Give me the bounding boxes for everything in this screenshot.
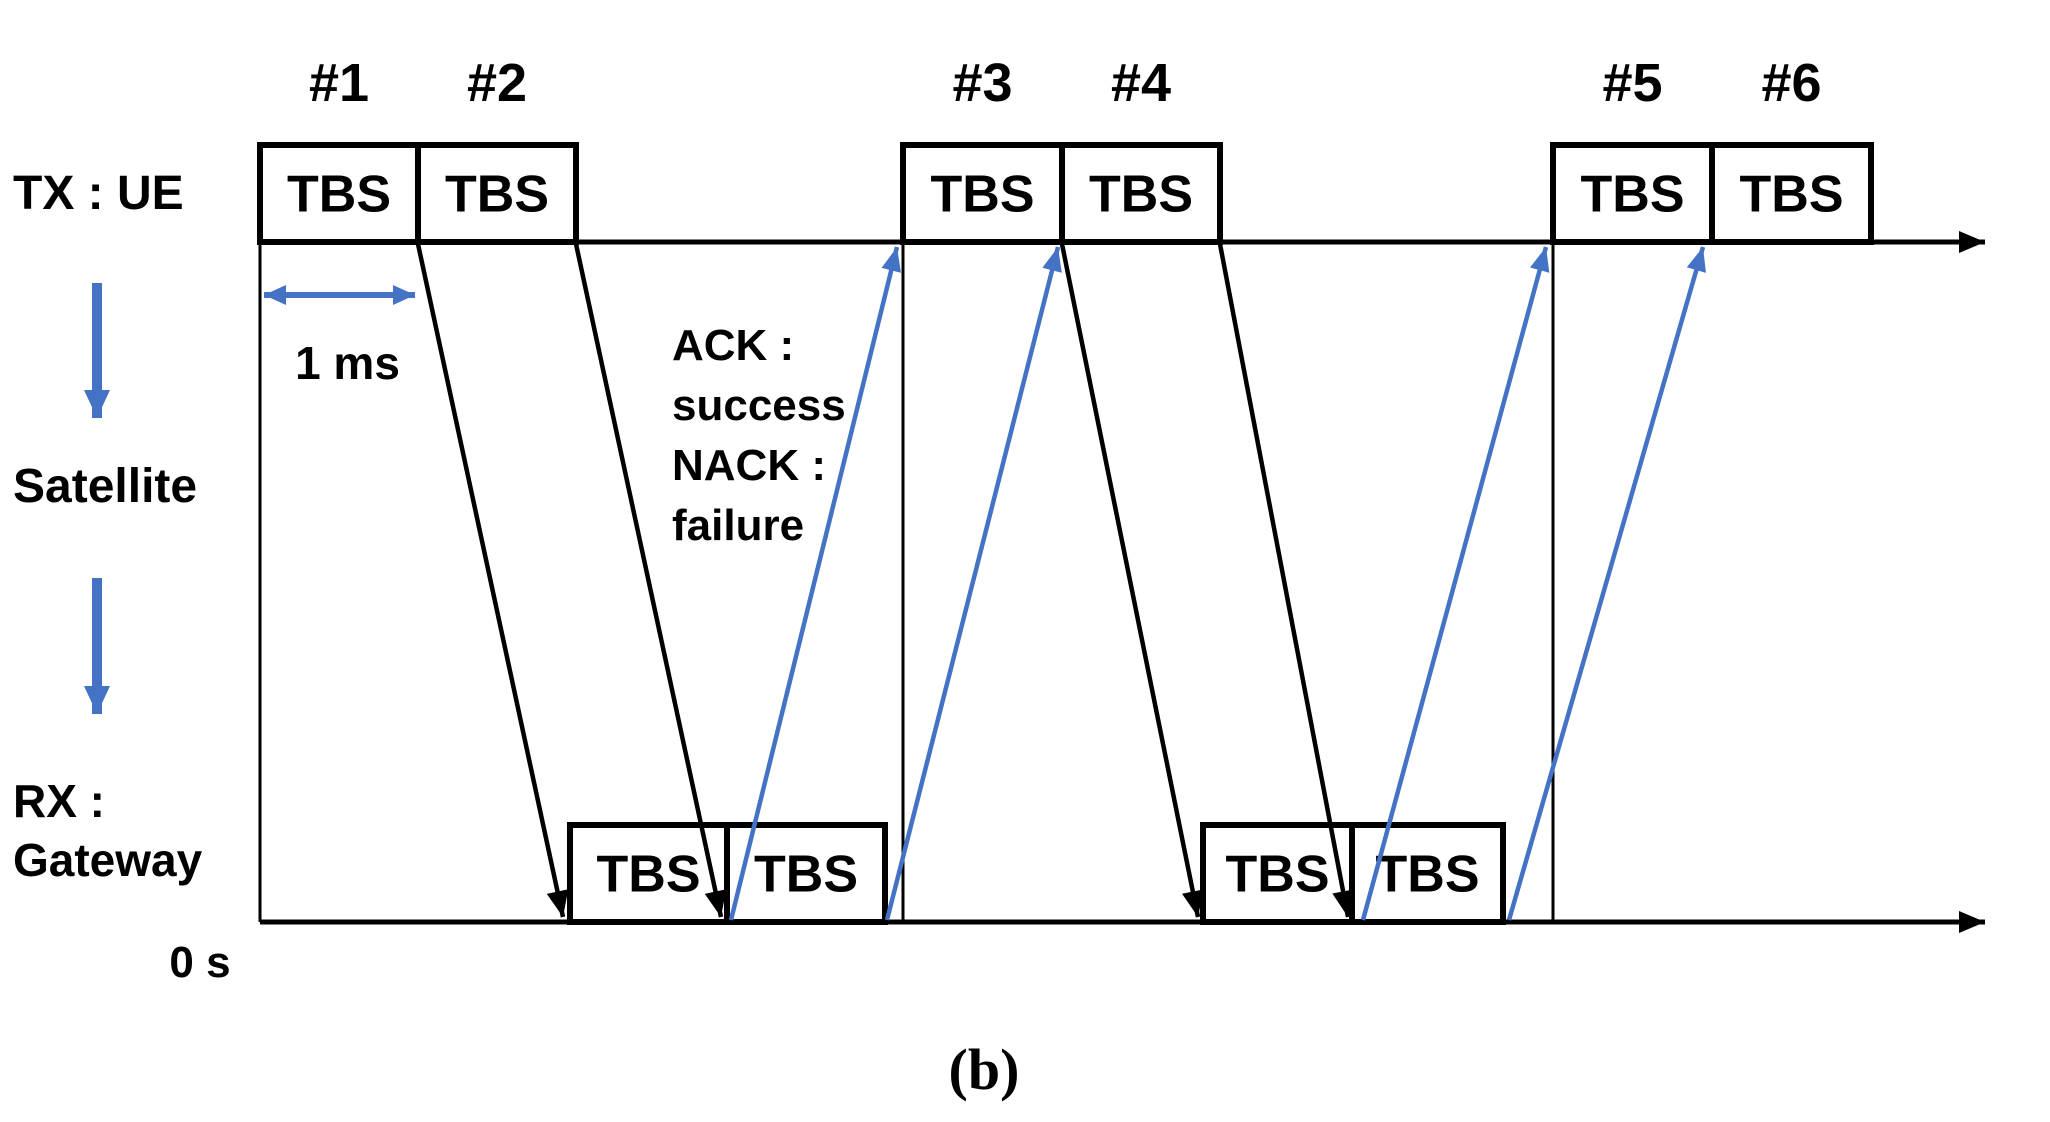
feedback-arrow (1506, 246, 1706, 921)
tbs-label: TBS (287, 166, 391, 224)
slot-number-label: #1 (309, 53, 369, 113)
ack-nack-note: ACK : success NACK : failure (672, 321, 846, 550)
feedback-arrow (728, 246, 901, 921)
time-origin-label: 0 s (169, 938, 231, 987)
satellite-label: Satellite (13, 460, 198, 513)
time-axes (260, 231, 1985, 933)
figure-caption: (b) (948, 1037, 1020, 1102)
slot-number-label: #5 (1602, 53, 1662, 113)
tx-tbs-box-2 (415, 142, 579, 245)
slot-duration-label: 1 ms (295, 337, 400, 389)
transmission-arrow (1217, 243, 1354, 918)
time-guide-lines (258, 242, 1555, 922)
transmission-arrow (573, 243, 727, 918)
feedback-arrows (728, 246, 1706, 921)
tx-tbs-box-3 (900, 142, 1065, 245)
tbs-label: TBS (1740, 166, 1844, 224)
tbs-label: TBS (1226, 846, 1330, 904)
tbs-label: TBS (1581, 166, 1685, 224)
tbs-label: TBS (931, 166, 1035, 224)
tbs-label: TBS (597, 846, 701, 904)
slot-number-label: #2 (467, 53, 527, 113)
transmission-arrow (1059, 243, 1204, 918)
feedback-arrow (884, 246, 1062, 921)
rx-tbs-box-3 (1200, 822, 1355, 925)
transmission-arrows (415, 243, 1354, 918)
rx-tbs-box-1 (567, 822, 730, 925)
tx-tbs-box-6 (1709, 142, 1874, 245)
slot-number-label: #6 (1761, 53, 1821, 113)
slot-number-label: #3 (952, 53, 1012, 113)
rx-gateway-label: RX : Gateway (13, 775, 203, 886)
tbs-label: TBS (754, 846, 858, 904)
tbs-label: TBS (445, 166, 549, 224)
rx-tbs-box-2 (724, 822, 888, 925)
tx-tbs-box-4 (1059, 142, 1223, 245)
tx-tbs-box-5 (1550, 142, 1715, 245)
slot-number-label: #4 (1111, 53, 1171, 113)
tbs-label: TBS (1376, 846, 1480, 904)
tbs-label: TBS (1089, 166, 1193, 224)
feedback-arrow (1360, 246, 1550, 921)
rx-tbs-blocks: TBS TBS TBS TBS (567, 822, 1506, 925)
tx-ue-label: TX : UE (13, 167, 184, 220)
transmission-arrow (415, 243, 569, 918)
